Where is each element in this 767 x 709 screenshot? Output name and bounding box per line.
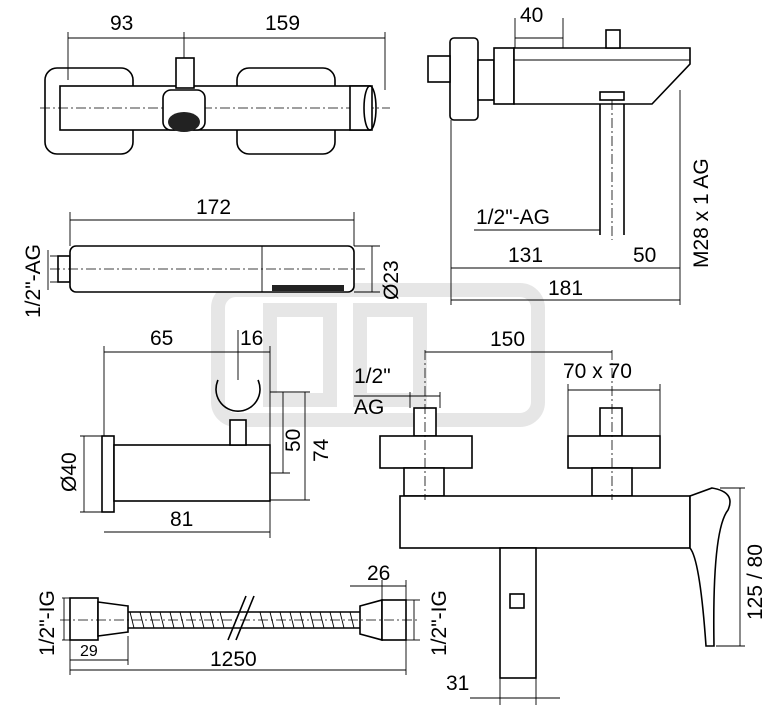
mixer-thread-bottom: AG: [354, 396, 384, 419]
mixer-top-view: 93 159: [40, 12, 390, 155]
dim-50-holder: 50: [282, 429, 305, 452]
hose-right-thread: 1/2"-IG: [428, 590, 451, 656]
dim-m28: M28 x 1 AG: [690, 158, 713, 268]
mixer-front-view: 150 1/2" AG 70 x 70 125 / 80 31: [354, 328, 767, 705]
dim-d40: Ø40: [58, 452, 81, 492]
dim-150: 150: [490, 328, 525, 351]
dim-131: 131: [508, 244, 543, 267]
dim-31: 31: [446, 672, 469, 695]
dim-50: 50: [633, 244, 656, 267]
mixer-thread-top: 1/2": [354, 365, 391, 388]
spout-thread-label: 1/2"-AG: [476, 206, 550, 229]
dim-16: 16: [240, 327, 263, 350]
hand-shower: 172 1/2"-AG Ø23: [22, 196, 403, 318]
dim-70x70: 70 x 70: [563, 360, 632, 383]
dim-d23: Ø23: [380, 260, 403, 300]
dim-1250: 1250: [210, 648, 257, 671]
dim-65: 65: [150, 327, 173, 350]
dim-81: 81: [170, 508, 193, 531]
watermark-logo: [211, 283, 545, 427]
dim-172: 172: [196, 196, 231, 219]
shower-hose: 26 1/2"-IG 1/2"-IG 29 1250: [36, 562, 451, 675]
wall-holder: 65 16 50 74 Ø40 81: [58, 327, 333, 538]
dim-40: 40: [520, 4, 543, 27]
hose-left-thread: 1/2"-IG: [36, 590, 59, 656]
dim-29: 29: [80, 643, 98, 660]
handshower-thread-label: 1/2"-AG: [22, 244, 45, 318]
dim-74: 74: [310, 438, 333, 462]
dim-159: 159: [265, 12, 300, 35]
dim-125-80: 125 / 80: [744, 544, 767, 620]
dim-26: 26: [367, 562, 390, 585]
bath-spout: 40 1/2"-AG 131 50 181 M28 x 1 AG: [427, 4, 713, 305]
dim-181: 181: [548, 277, 583, 300]
dim-93: 93: [110, 12, 133, 35]
